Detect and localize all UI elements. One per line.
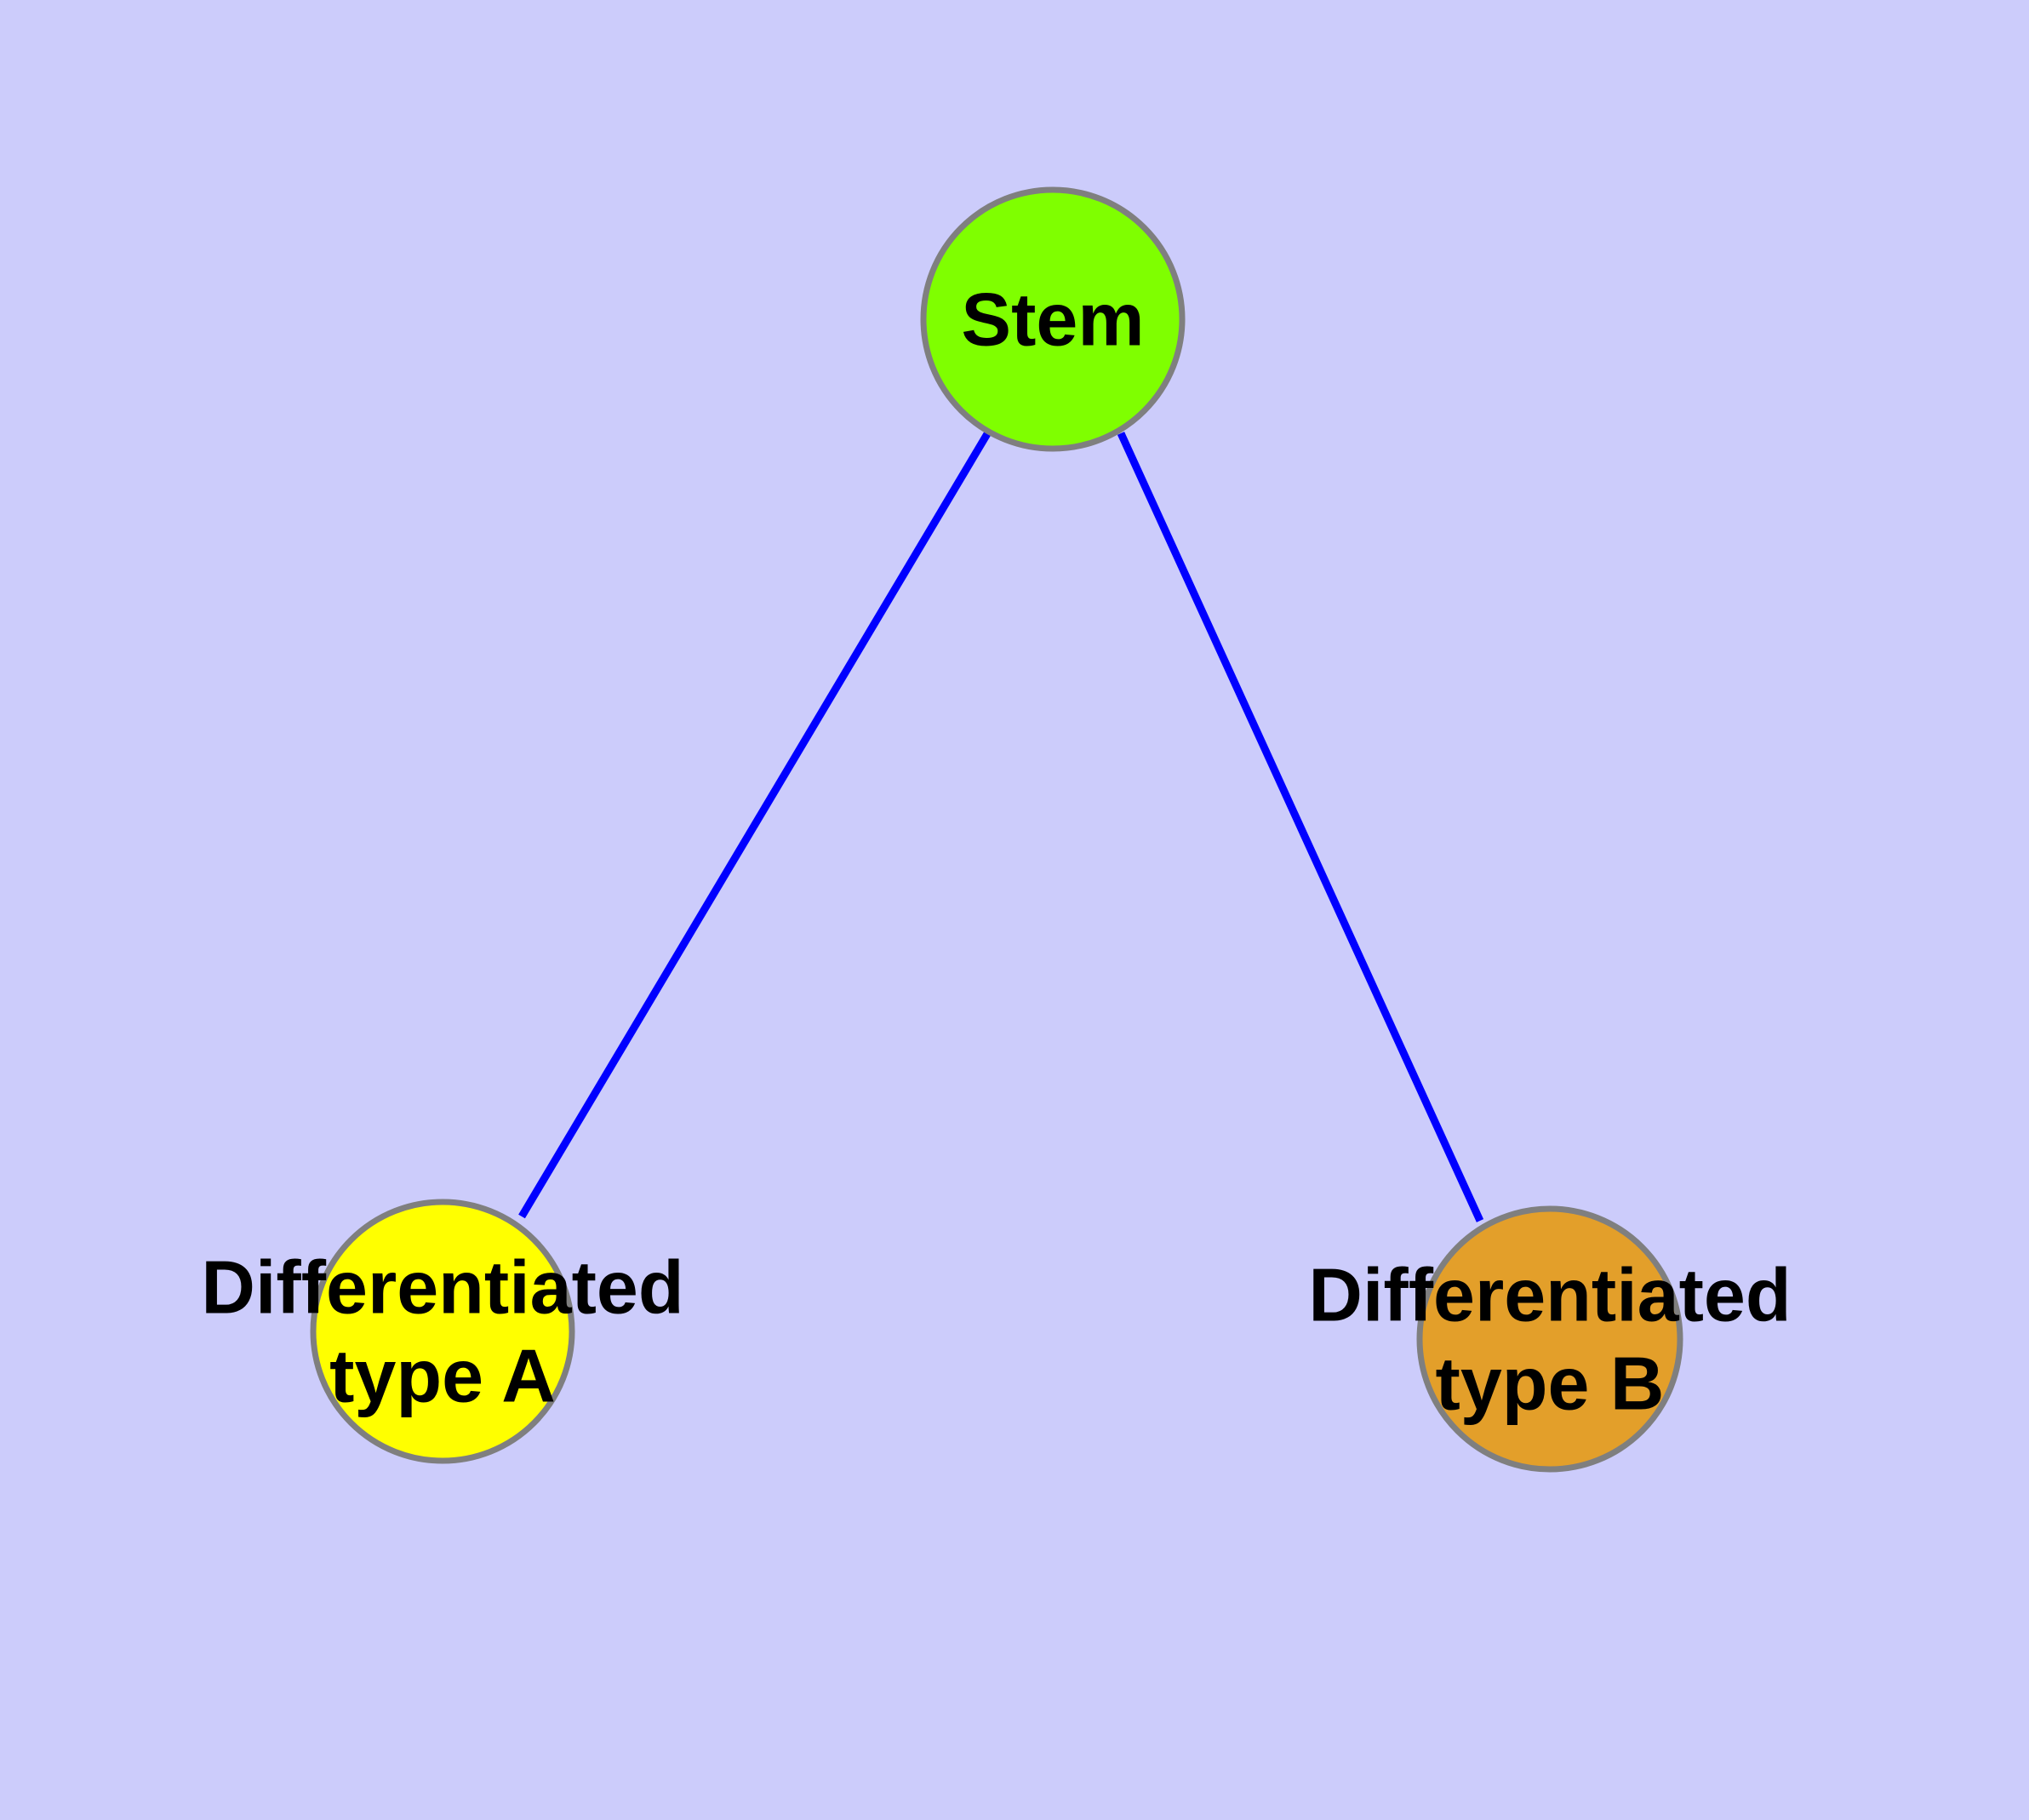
node-stem-circle[interactable] xyxy=(920,186,1186,452)
edges-layer xyxy=(518,430,1484,1222)
node-label-stem: Stem xyxy=(961,278,1144,362)
nodes-layer xyxy=(310,186,1683,1473)
node-stem[interactable] xyxy=(920,186,1186,452)
node-label-line: Stem xyxy=(961,278,1144,362)
node-differentiated-type-a[interactable] xyxy=(310,1199,575,1464)
node-label-line: type B xyxy=(1436,1342,1665,1426)
edge-stem-to-differentiated-type-a[interactable] xyxy=(518,430,992,1219)
node-label-line: Differentiated xyxy=(1308,1253,1791,1337)
node-differentiated-type-a-circle[interactable] xyxy=(310,1199,575,1464)
node-differentiated-type-b-circle[interactable] xyxy=(1416,1205,1683,1473)
edge-stem-to-differentiated-type-b[interactable] xyxy=(1117,432,1484,1222)
node-label-line: Differentiated xyxy=(201,1245,683,1330)
node-label-line: type A xyxy=(329,1334,556,1418)
node-differentiated-type-b[interactable] xyxy=(1416,1205,1683,1473)
